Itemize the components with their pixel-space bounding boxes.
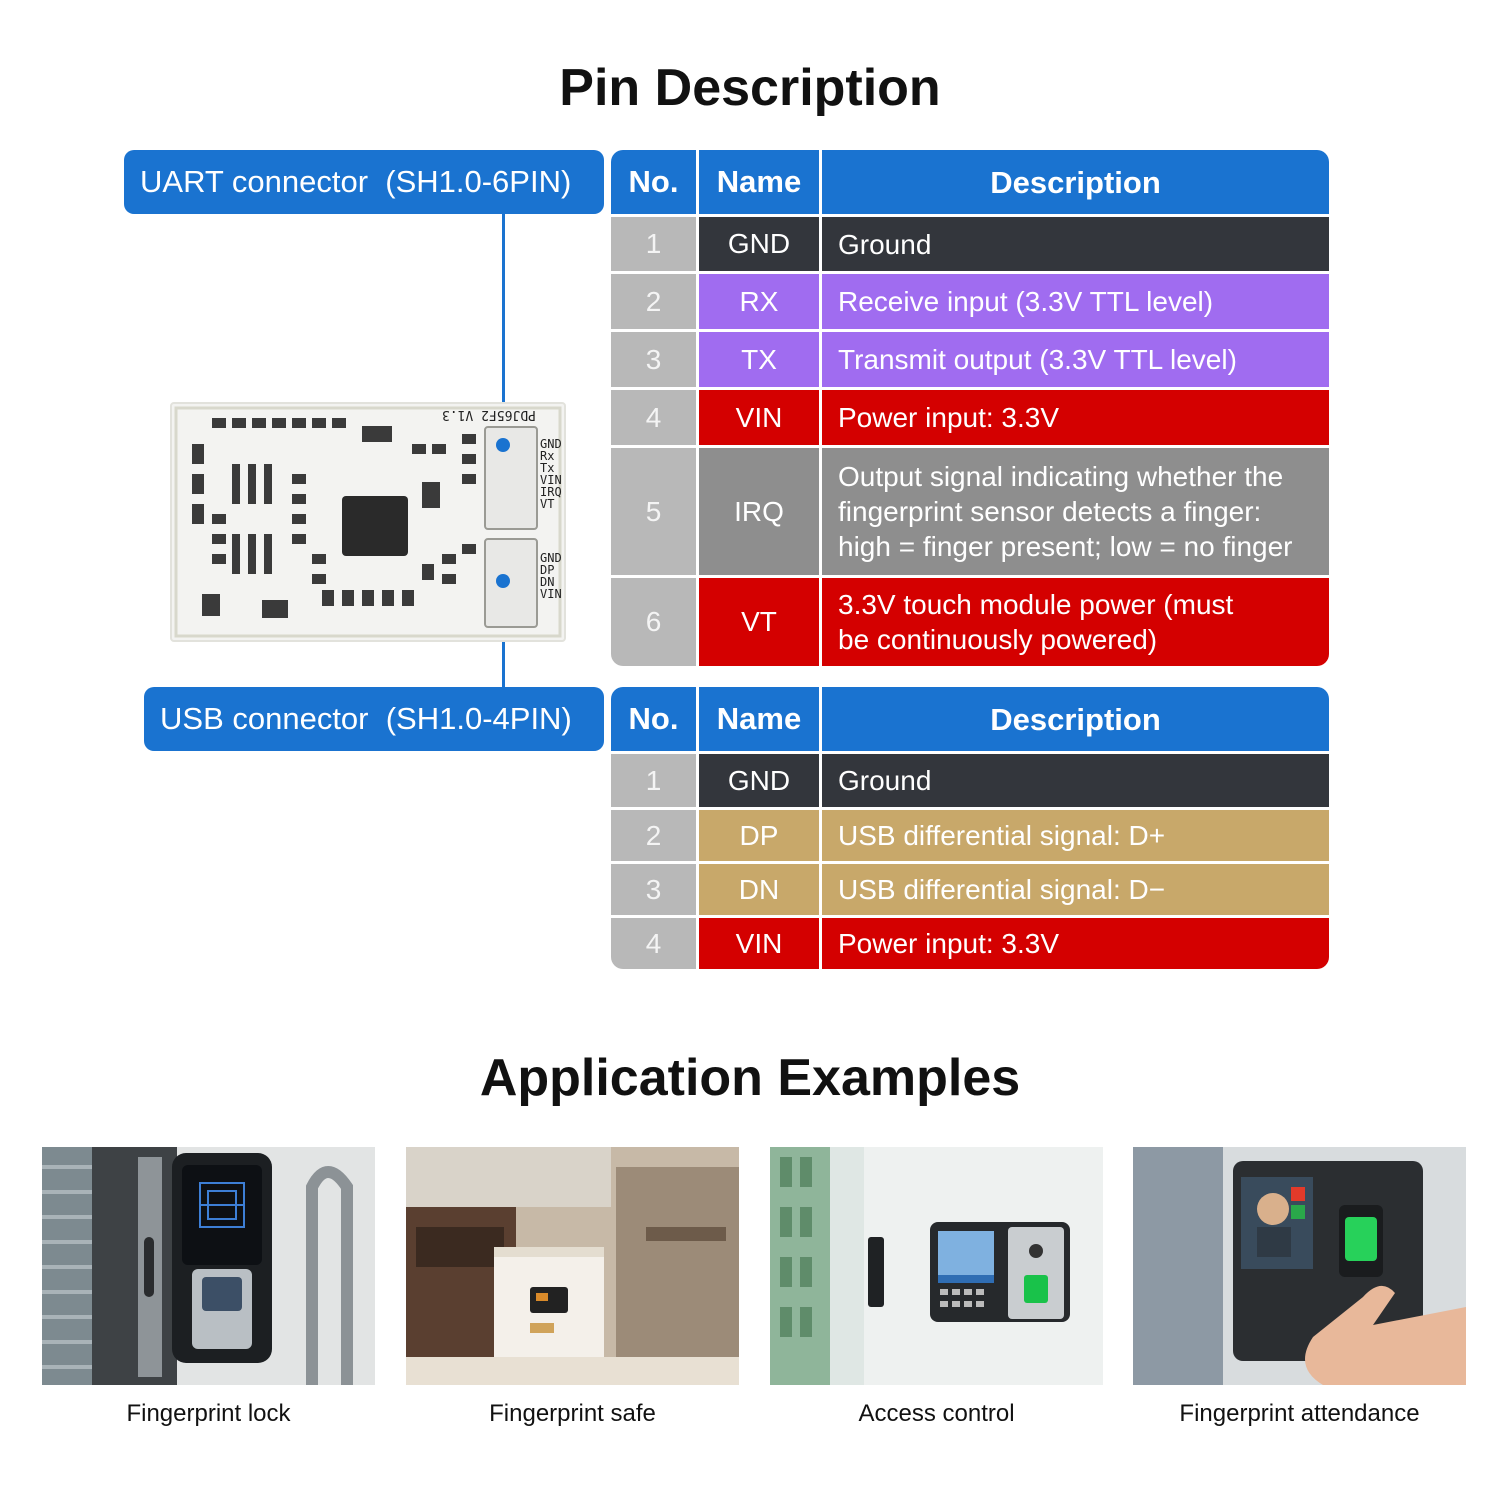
pin-number: 3 — [611, 864, 696, 915]
header-name: Name — [699, 150, 819, 214]
header-description: Description — [822, 150, 1329, 214]
uart-callout-dot — [496, 438, 510, 452]
usb-pin-table: No. Name Description 1 GND Ground 2 DP U… — [611, 687, 1329, 969]
pin-description: Output signal indicating whether the fin… — [822, 448, 1329, 575]
table-row: 3 TX Transmit output (3.3V TTL level) — [611, 332, 1329, 387]
pin-description: Power input: 3.3V — [822, 918, 1329, 969]
table-row: 1 GND Ground — [611, 217, 1329, 271]
table-row: 4 VIN Power input: 3.3V — [611, 918, 1329, 969]
pin-description: Receive input (3.3V TTL level) — [822, 274, 1329, 329]
mcu-chip — [342, 496, 408, 556]
board-traces — [174, 406, 562, 638]
pin-description: Transmit output (3.3V TTL level) — [822, 332, 1329, 387]
pin-name: TX — [699, 332, 819, 387]
usb-silkscreen: GND DP DN VIN — [540, 551, 562, 601]
pin-name: IRQ — [699, 448, 819, 575]
application-examples-title: Application Examples — [479, 1049, 1021, 1107]
pin-description: USB differential signal: D− — [822, 864, 1329, 915]
pin-name: VIN — [699, 390, 819, 445]
table-row: 2 RX Receive input (3.3V TTL level) — [611, 274, 1329, 329]
table-row: 5 IRQ Output signal indicating whether t… — [611, 448, 1329, 575]
pin-number: 2 — [611, 810, 696, 861]
fingerprint-safe-photo — [406, 1147, 739, 1385]
pin-description: USB differential signal: D+ — [822, 810, 1329, 861]
table-header-row: No. Name Description — [611, 150, 1329, 214]
pin-number: 1 — [611, 217, 696, 271]
uart-pin-table: No. Name Description 1 GND Ground 2 RX R… — [611, 150, 1329, 666]
uart-port — [484, 426, 538, 530]
table-row: 6 VT 3.3V touch module power (must be co… — [611, 578, 1329, 666]
pin-number: 4 — [611, 918, 696, 969]
pin-number: 3 — [611, 332, 696, 387]
pin-name: DN — [699, 864, 819, 915]
usb-connector-label: USB connector (SH1.0-4PIN) — [144, 687, 604, 751]
pin-description: 3.3V touch module power (must be continu… — [822, 578, 1329, 666]
pin-number: 2 — [611, 274, 696, 329]
pin-number: 6 — [611, 578, 696, 666]
header-no: No. — [611, 687, 696, 751]
application-caption: Fingerprint lock — [126, 1400, 291, 1427]
pin-name: VIN — [699, 918, 819, 969]
fingerprint-module-board: GND Rx Tx VIN IRQ VT GND DP DN VIN PDJ65… — [170, 402, 566, 642]
usb-port — [484, 538, 538, 628]
fingerprint-lock-photo — [42, 1147, 375, 1385]
table-row: 2 DP USB differential signal: D+ — [611, 810, 1329, 861]
uart-connector-label: UART connector (SH1.0-6PIN) — [124, 150, 604, 214]
pin-description: Ground — [822, 217, 1329, 271]
header-name: Name — [699, 687, 819, 751]
pin-description-title: Pin Description — [559, 59, 941, 117]
pin-number: 4 — [611, 390, 696, 445]
access-control-photo — [770, 1147, 1103, 1385]
pin-name: VT — [699, 578, 819, 666]
header-description: Description — [822, 687, 1329, 751]
usb-callout-dot — [496, 574, 510, 588]
uart-silkscreen: GND Rx Tx VIN IRQ VT — [540, 437, 562, 511]
fingerprint-attendance-photo — [1133, 1147, 1466, 1385]
pin-number: 1 — [611, 754, 696, 807]
pin-name: RX — [699, 274, 819, 329]
board-model-text: PDJ65F2 V1.3 — [442, 407, 536, 422]
pin-description: Ground — [822, 754, 1329, 807]
application-caption: Access control — [858, 1400, 1015, 1427]
pin-name: GND — [699, 217, 819, 271]
header-no: No. — [611, 150, 696, 214]
application-caption: Fingerprint safe — [489, 1400, 656, 1427]
table-row: 1 GND Ground — [611, 754, 1329, 807]
pin-number: 5 — [611, 448, 696, 575]
pin-name: DP — [699, 810, 819, 861]
table-header-row: No. Name Description — [611, 687, 1329, 751]
pin-name: GND — [699, 754, 819, 807]
table-row: 4 VIN Power input: 3.3V — [611, 390, 1329, 445]
application-caption: Fingerprint attendance — [1179, 1400, 1420, 1427]
uart-callout-line — [502, 214, 505, 444]
table-row: 3 DN USB differential signal: D− — [611, 864, 1329, 915]
pin-description: Power input: 3.3V — [822, 390, 1329, 445]
